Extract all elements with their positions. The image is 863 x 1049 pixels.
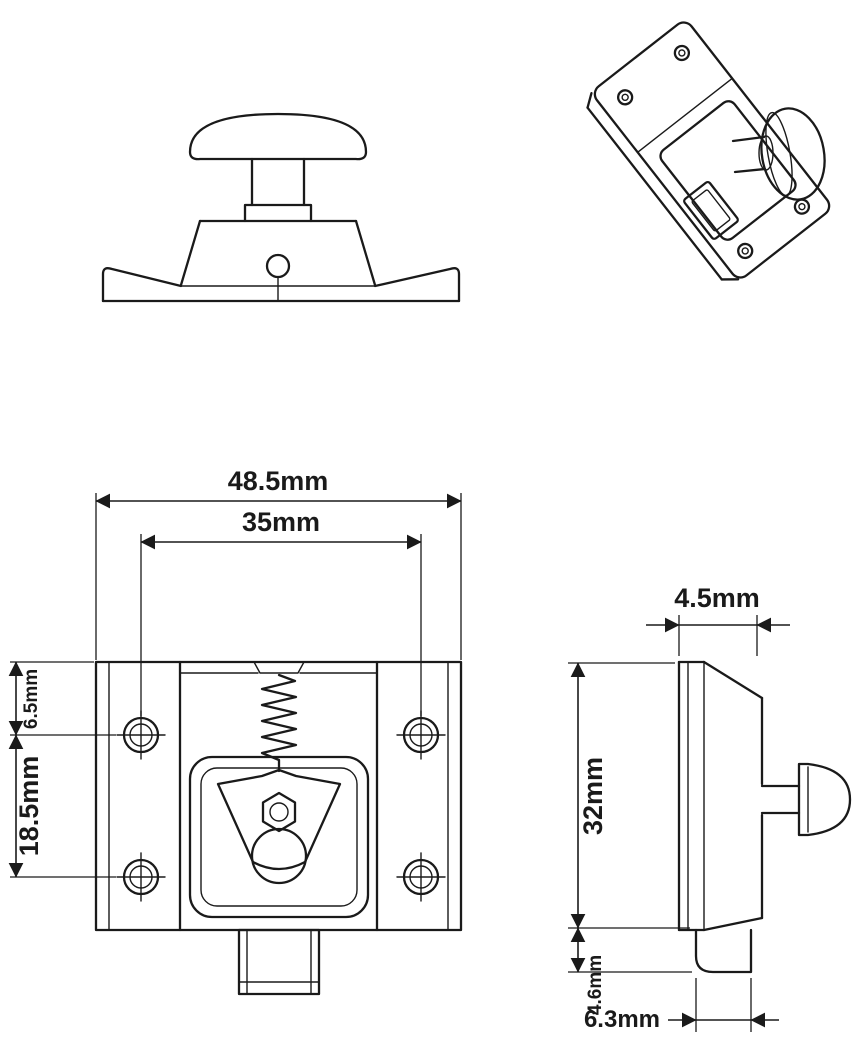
screw-hole — [673, 44, 691, 62]
screw-hole — [396, 852, 446, 902]
dimension-bolt-width: 6.3mm — [584, 978, 779, 1033]
view-side-profile: 4.5mm — [568, 583, 852, 1033]
dim-label-edge-to-hole: 6.5mm — [21, 669, 42, 729]
dimension-hole-spacing-horizontal: 35mm — [140, 507, 422, 716]
dim-label-bolt-width: 6.3mm — [584, 1006, 660, 1033]
dim-label-depth: 4.5mm — [674, 583, 760, 613]
knob — [731, 107, 826, 201]
screw-hole — [793, 198, 811, 215]
backplate — [593, 21, 831, 279]
latch-housing — [179, 219, 377, 287]
spring — [260, 673, 298, 773]
dim-label-hole-spacing-vertical: 18.5mm — [14, 756, 44, 857]
dimension-overall-width: 48.5mm — [95, 466, 462, 660]
latch-cartridge — [188, 755, 370, 919]
screw-hole — [116, 852, 166, 902]
dimension-depth: 4.5mm — [646, 583, 790, 656]
dim-label-hole-spacing-horizontal: 35mm — [242, 507, 320, 537]
plate-fold-line — [636, 77, 733, 153]
dim-label-foot-height: 4.6mm — [585, 955, 606, 1015]
bolt — [237, 928, 321, 996]
screw-hole — [396, 710, 446, 760]
plate-thickness-edge — [586, 92, 740, 281]
mounting-base — [101, 267, 461, 303]
bolt-foot — [694, 928, 753, 974]
view-side-elevation — [101, 112, 461, 303]
dimension-height: 32mm — [568, 662, 690, 929]
dim-label-overall-width: 48.5mm — [228, 466, 329, 496]
cam — [216, 768, 342, 871]
hex-nut — [261, 791, 297, 833]
knob — [760, 762, 852, 837]
screw-hole — [116, 710, 166, 760]
dimension-hole-spacing-vertical: 18.5mm — [8, 734, 116, 878]
view-isometric — [586, 21, 831, 281]
raised-housing-panel — [659, 100, 797, 241]
screw-hole — [616, 89, 634, 106]
bolt-slot — [683, 180, 739, 240]
view-front: 48.5mm 35mm 6.5mm 18.5mm — [8, 466, 463, 996]
dimension-edge-to-hole: 6.5mm — [8, 661, 116, 736]
screw-hole — [265, 253, 291, 302]
dim-label-height: 32mm — [578, 757, 608, 835]
screw-hole — [737, 242, 754, 260]
roller — [250, 827, 308, 885]
profile-body — [677, 660, 764, 932]
dimension-foot-height: 4.6mm — [568, 927, 692, 1015]
knob — [188, 112, 368, 223]
